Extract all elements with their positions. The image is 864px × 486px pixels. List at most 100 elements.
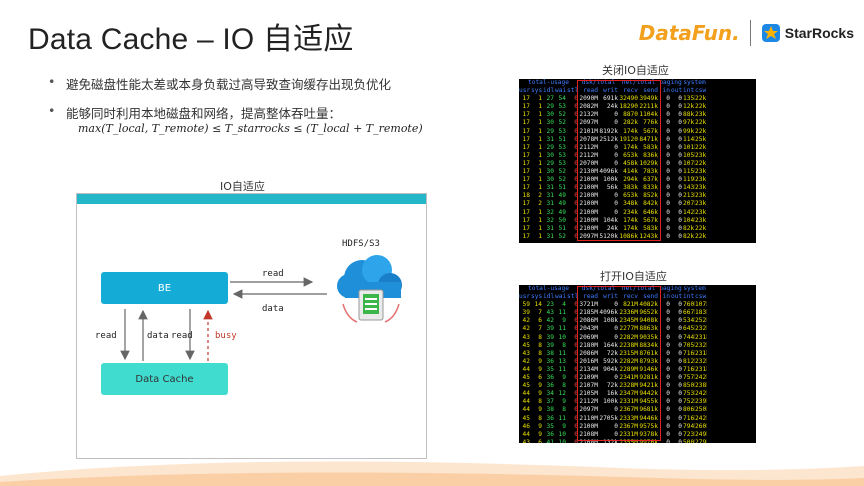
- terminal-cell: 11: [558, 414, 566, 422]
- terminal-cell: 39: [546, 333, 554, 341]
- terminal-cell: 23k: [695, 151, 707, 159]
- terminal-cell: 0: [678, 208, 682, 216]
- terminal-cell: 30: [546, 176, 554, 184]
- datafun-logo: DataFun.: [638, 21, 740, 45]
- terminal-cell: 17: [522, 216, 530, 224]
- terminal-cell: 8: [538, 333, 542, 341]
- data-mid-label: data: [147, 331, 169, 341]
- terminal-cell: 37: [546, 398, 554, 406]
- terminal-cell: 0: [574, 103, 578, 111]
- terminal-cell: 1104k: [639, 111, 658, 119]
- terminal-cell: 97k: [683, 119, 695, 127]
- terminal-cell: 0: [678, 309, 682, 317]
- terminal-column-label: read: [583, 87, 598, 95]
- terminal-cell: 119k: [683, 176, 695, 184]
- terminal-cell: 0: [678, 127, 682, 135]
- terminal-cell: 567k: [643, 216, 658, 224]
- terminal-cell: 27: [546, 95, 554, 103]
- terminal-column-label: sys: [531, 293, 543, 301]
- terminal-cell: 213k: [683, 192, 695, 200]
- terminal-cell: 2211k: [639, 103, 658, 111]
- terminal-cell: 234k: [623, 208, 638, 216]
- terminal-cell: 0: [666, 325, 670, 333]
- terminal-cell: 0: [678, 374, 682, 382]
- logo-divider: [749, 20, 751, 46]
- terminal-cell: 260k: [695, 422, 707, 430]
- terminal-cell: 1086k: [619, 232, 638, 240]
- terminal-cell: 2289M: [619, 365, 638, 373]
- terminal-cell: 9652k: [639, 309, 658, 317]
- terminal-cell: 2097M: [579, 119, 598, 127]
- terminal-cell: 0: [574, 365, 578, 373]
- terminal-cell: 1: [538, 216, 542, 224]
- terminal-row: 591423403721M0821M4082k00760k107k: [519, 301, 756, 309]
- terminal-cell: 2185M: [579, 309, 598, 317]
- terminal-cell: 17: [522, 184, 530, 192]
- terminal-cell: 0: [666, 232, 670, 240]
- terminal-cell: 9: [562, 422, 566, 430]
- terminal-row: 171324902100M0234k646k00142k23k: [519, 209, 756, 217]
- terminal-cell: 108k: [603, 317, 618, 325]
- terminal-cell: 1: [538, 224, 542, 232]
- terminal-cell: 2090M: [579, 95, 598, 103]
- terminal-cell: 0: [666, 390, 670, 398]
- terminal-cell: 5120k: [599, 232, 618, 240]
- terminal-cell: 22k: [695, 159, 707, 167]
- terminal-cell: 42: [522, 317, 530, 325]
- terminal-cell: 9: [562, 317, 566, 325]
- terminal-cell: 12k: [683, 103, 695, 111]
- terminal-cell: 22k: [695, 119, 707, 127]
- terminal-cell: 31: [546, 192, 554, 200]
- terminal-cell: 100k: [603, 398, 618, 406]
- terminal-cell: 0: [666, 309, 670, 317]
- terminal-cell: 17: [522, 232, 530, 240]
- terminal-cell: 52: [558, 232, 566, 240]
- page-title: Data Cache – IO 自适应: [28, 23, 354, 56]
- terminal-cell: 0: [574, 309, 578, 317]
- terminal-cell: 0: [666, 374, 670, 382]
- terminal-cell: 0: [614, 208, 618, 216]
- terminal-cell: 0: [614, 119, 618, 127]
- terminal-cell: 0: [574, 135, 578, 143]
- terminal-cell: 56k: [606, 184, 618, 192]
- terminal-cell: 32490: [619, 95, 638, 103]
- terminal-cell: 30: [546, 168, 554, 176]
- terminal-cell: 9146k: [639, 365, 658, 373]
- terminal-cell: 9: [562, 398, 566, 406]
- terminal-cell: 757k: [683, 374, 695, 382]
- terminal-cell: 17: [522, 103, 530, 111]
- terminal-cell: 17: [522, 119, 530, 127]
- terminal-cell: 2347M: [619, 390, 638, 398]
- terminal-column-label: int: [683, 87, 695, 95]
- terminal-cell: 114k: [683, 135, 695, 143]
- terminal-cell: 3949k: [639, 95, 658, 103]
- terminal-cell: 2100M: [579, 176, 598, 184]
- terminal-cell: 42: [522, 325, 530, 333]
- terminal-cell: 0: [666, 341, 670, 349]
- terminal-cell: 99k: [683, 127, 695, 135]
- terminal-cell: 9408k: [639, 317, 658, 325]
- data-top-label: data: [262, 304, 284, 314]
- terminal-cell: 1029k: [639, 159, 658, 167]
- terminal-column-label: wai: [555, 293, 567, 301]
- terminal-group-label: paging: [659, 285, 682, 292]
- terminal-cell: 852k: [643, 192, 658, 200]
- terminal-cell: 2132M: [579, 111, 598, 119]
- terminal-cell: 49: [558, 208, 566, 216]
- terminal-cell: 0: [666, 414, 670, 422]
- terminal-cell: 43: [546, 309, 554, 317]
- terminal-cell: 46: [522, 422, 530, 430]
- terminal-cell: 0: [678, 103, 682, 111]
- terminal-cell: 9446k: [639, 414, 658, 422]
- terminal-cell: 0: [666, 398, 670, 406]
- terminal-row: 171315102078M2512k191208471k00114k25k: [519, 136, 756, 144]
- terminal-cell: 12: [558, 390, 566, 398]
- terminal-cell: 0: [574, 176, 578, 184]
- terminal-cell: 0: [678, 317, 682, 325]
- io-adaptive-off-label: 关闭IO自适应: [602, 64, 669, 77]
- terminal-cell: 7: [538, 325, 542, 333]
